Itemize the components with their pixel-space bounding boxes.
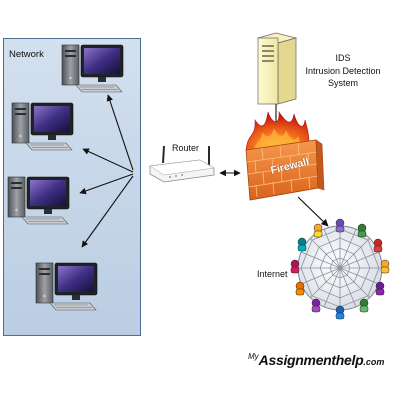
computer-icon-4 xyxy=(35,262,98,311)
router-to-computer-arrows xyxy=(79,94,134,248)
arrow-to-computer-1 xyxy=(106,94,134,171)
spider-web-globe-icon xyxy=(290,218,390,320)
internet-users-ring xyxy=(290,218,390,320)
logo-main-text: Assignmenthelp xyxy=(258,352,364,368)
arrow-to-computer-3 xyxy=(79,173,134,195)
network-label: Network xyxy=(9,49,44,60)
brand-logo: MyAssignmenthelp.com xyxy=(248,352,384,370)
firewall-internet-arrow xyxy=(297,196,329,227)
computer-icon-3 xyxy=(7,176,70,225)
arrow-to-computer-4 xyxy=(81,175,134,248)
internet-label: Internet xyxy=(257,269,288,279)
logo-prefix: My xyxy=(248,352,259,361)
server-tower-icon xyxy=(256,32,298,105)
computer-icon-2 xyxy=(11,102,74,151)
brick-wall-fire-icon xyxy=(245,110,325,201)
ids-subtitle-line1: Intrusion Detection xyxy=(305,66,381,76)
wireless-router-icon xyxy=(149,145,215,183)
computer-icon-1 xyxy=(61,44,124,93)
ids-subtitle-line2: System xyxy=(327,78,358,88)
ids-title: IDS xyxy=(335,53,351,63)
logo-domain: .com xyxy=(363,357,385,367)
arrow-to-computer-2 xyxy=(82,148,134,173)
router-label: Router xyxy=(172,143,200,153)
